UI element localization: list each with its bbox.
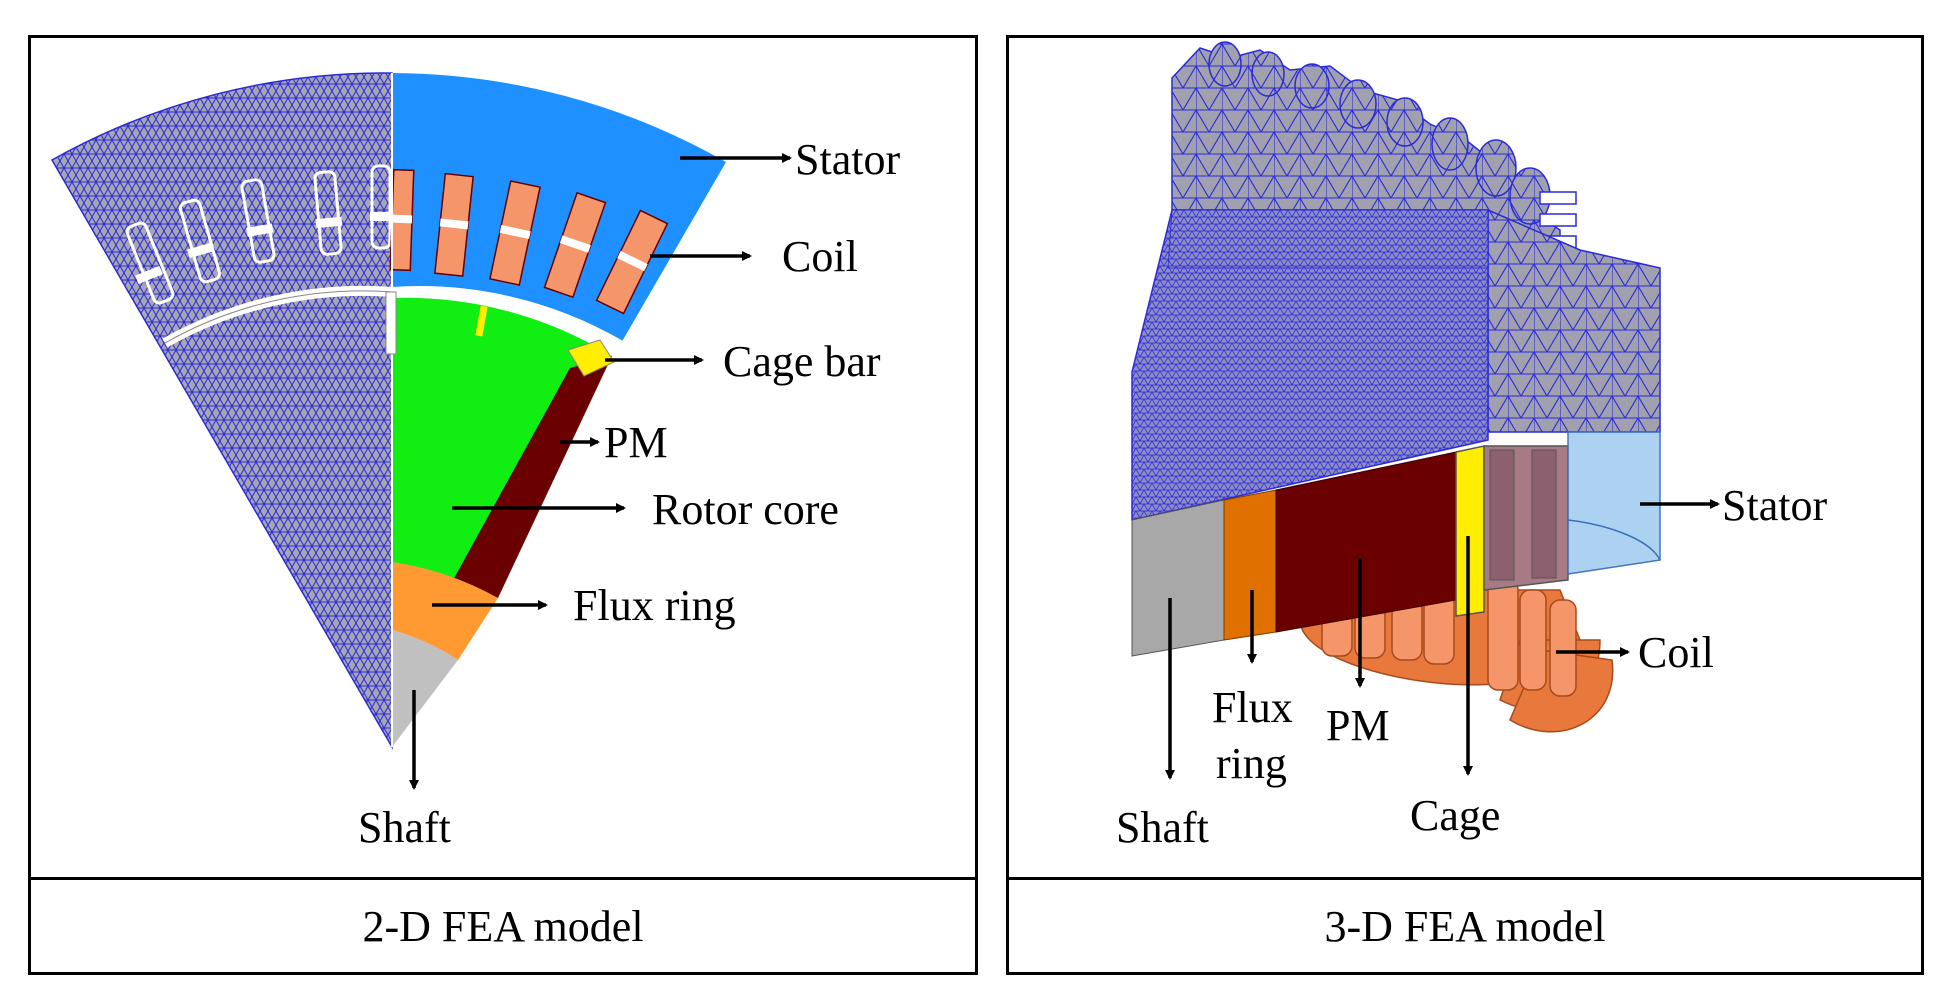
- caption-3d: 3-D FEA model: [1006, 877, 1924, 975]
- label-shaft-3d: Shaft: [1116, 803, 1209, 852]
- label-coil-3d: Coil: [1638, 628, 1714, 677]
- label-rotor-core-2d: Rotor core: [652, 485, 839, 534]
- caption-2d-text: 2-D FEA model: [362, 901, 644, 951]
- rotor-core-region: [392, 297, 612, 582]
- label-cage-bar-2d: Cage bar: [723, 337, 881, 386]
- coil-slots-2d: [389, 168, 669, 315]
- label-cage-3d: Cage: [1410, 791, 1500, 840]
- mesh-left-half: [50, 72, 393, 750]
- cage-region-3d: [1455, 445, 1485, 617]
- model-2d: Stator Coil Cage bar PM Rotor core Flux …: [50, 72, 900, 852]
- flux-ring-region: [392, 562, 498, 660]
- cage-bar-2d: [567, 339, 615, 377]
- label-pm-3d: PM: [1326, 701, 1390, 750]
- label-pm-2d: PM: [604, 418, 668, 467]
- label-flux-ring-2d: Flux ring: [573, 581, 736, 630]
- caption-2d: 2-D FEA model: [28, 877, 978, 975]
- label-stator-3d: Stator: [1722, 481, 1827, 530]
- flux-ring-region-3d: [1223, 489, 1277, 641]
- rotor-marker: [475, 305, 488, 337]
- rotor-mesh-block-3d: [1131, 209, 1489, 521]
- model-3d: Stator Coil Shaft Flux ring PM Cage: [1116, 41, 1827, 852]
- label-shaft-2d: Shaft: [358, 803, 451, 852]
- label-flux-ring-3d-line2: ring: [1216, 739, 1287, 788]
- label-coil-2d: Coil: [782, 232, 858, 281]
- arrows-2d: [409, 153, 792, 790]
- mesh-slots: [125, 164, 392, 305]
- arrows-3d: [1165, 499, 1720, 780]
- stator-region-2d: [392, 73, 726, 345]
- pm-region-2d: [452, 356, 612, 598]
- stator-tooth-lobes: [1208, 41, 1551, 225]
- caption-3d-text: 3-D FEA model: [1324, 901, 1606, 951]
- label-stator-2d: Stator: [795, 135, 900, 184]
- label-flux-ring-3d-line1: Flux: [1212, 683, 1293, 732]
- shaft-region-3d: [1131, 499, 1225, 657]
- shaft-region-2d: [392, 630, 458, 747]
